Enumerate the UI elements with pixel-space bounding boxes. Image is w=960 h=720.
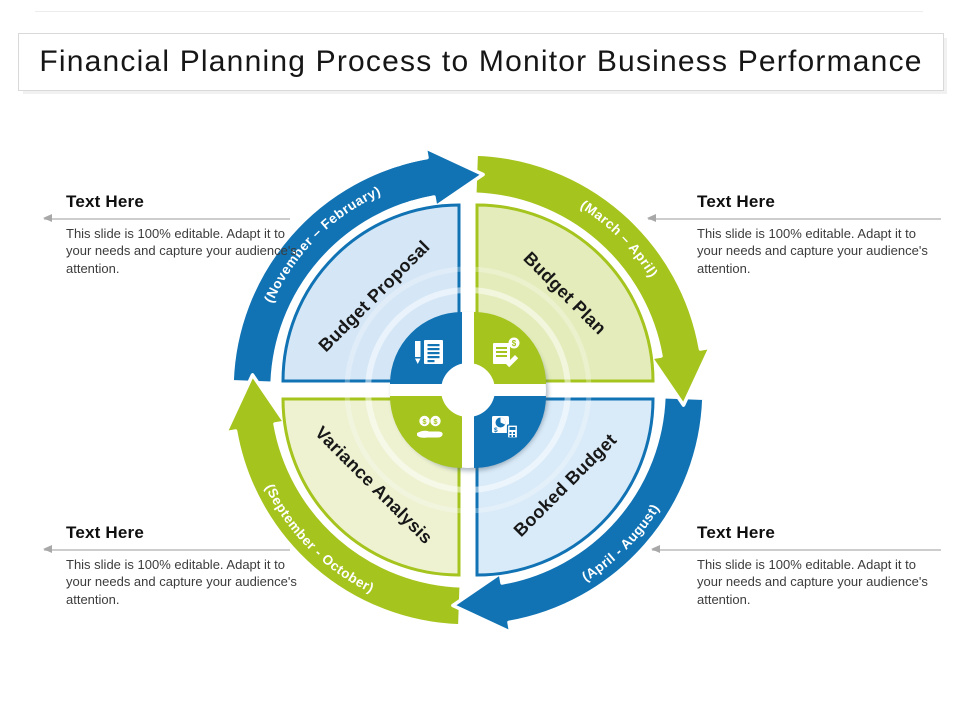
callout-divider-top-right (647, 214, 941, 223)
center-hub (441, 363, 495, 417)
left-arrow-icon (43, 214, 52, 223)
cycle-diagram: $ $ $ $ (November – February) (March – A… (223, 145, 713, 635)
callout-heading: Text Here (66, 192, 145, 211)
svg-text:$: $ (494, 427, 498, 434)
svg-text:$: $ (512, 339, 517, 348)
inner-ring-decoration (365, 287, 571, 493)
arc-sep-oct (223, 373, 463, 628)
left-arrow-icon (43, 545, 52, 554)
callout-divider-bottom-left (43, 545, 290, 554)
svg-text:$: $ (422, 417, 427, 426)
left-arrow-icon (647, 214, 656, 223)
callout-body: This slide is 100% editable. Adapt it to… (697, 226, 928, 276)
budget-proposal-icon (415, 340, 443, 364)
arc-apr-aug (451, 395, 706, 635)
title-box: Financial Planning Process to Monitor Bu… (18, 33, 944, 91)
budget-plan-icon: $ (493, 337, 520, 368)
callout-bottom-left: Text Here This slide is 100% editable. A… (66, 523, 298, 608)
cycle-geometry: $ $ $ $ (223, 145, 713, 635)
outer-ring-decoration (344, 266, 592, 514)
callout-heading: Text Here (697, 192, 776, 211)
callout-heading: Text Here (697, 523, 776, 542)
slide-border-top (35, 11, 923, 12)
svg-text:$: $ (433, 417, 438, 426)
callout-body: This slide is 100% editable. Adapt it to… (66, 226, 297, 276)
callout-divider-top-left (43, 214, 290, 223)
callout-body: This slide is 100% editable. Adapt it to… (697, 557, 928, 607)
callout-divider-bottom-right (651, 545, 941, 554)
callout-top-right: Text Here This slide is 100% editable. A… (697, 192, 929, 277)
arc-mar-apr (473, 152, 713, 407)
page-title: Financial Planning Process to Monitor Bu… (39, 45, 923, 78)
left-arrow-icon (651, 545, 660, 554)
callout-body: This slide is 100% editable. Adapt it to… (66, 557, 297, 607)
booked-budget-icon: $ (492, 416, 519, 439)
variance-analysis-icon: $ $ (417, 415, 443, 438)
callout-heading: Text Here (66, 523, 145, 542)
callout-bottom-right: Text Here This slide is 100% editable. A… (697, 523, 929, 608)
callout-top-left: Text Here This slide is 100% editable. A… (66, 192, 298, 277)
arc-nov-feb-blend (391, 159, 432, 203)
